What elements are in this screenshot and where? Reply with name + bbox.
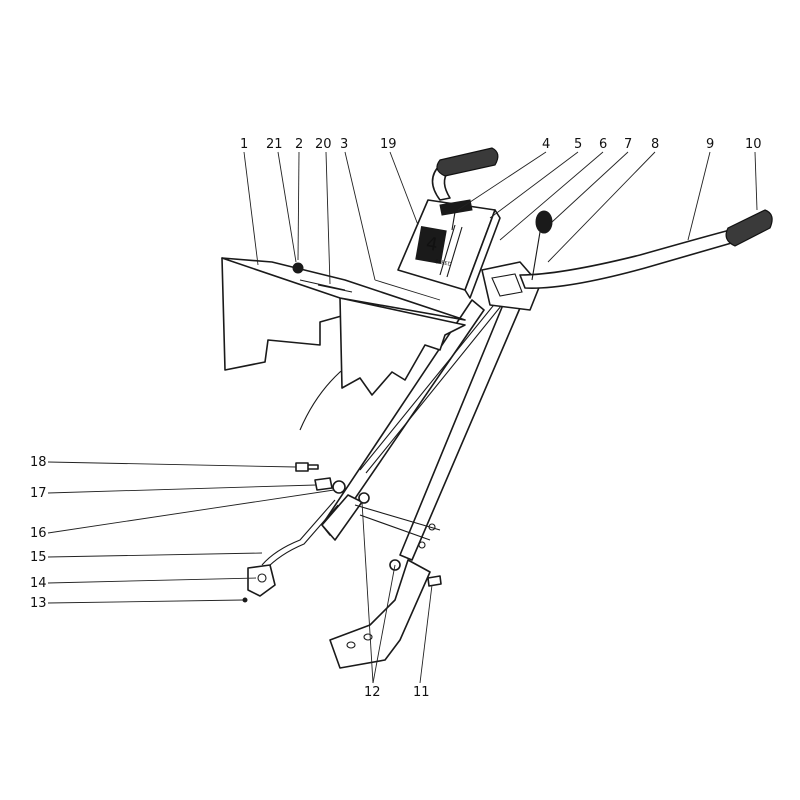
nut-16 xyxy=(332,480,346,494)
shield-assembly xyxy=(221,257,466,396)
upper-mount-detail xyxy=(491,273,523,297)
bracket-hole xyxy=(428,523,436,531)
handlebar-right xyxy=(519,229,736,289)
nut-12a xyxy=(358,492,370,504)
callout-6: 6 xyxy=(599,137,607,152)
callout-7: 7 xyxy=(624,137,632,152)
console-slot xyxy=(439,224,463,278)
speed-decal xyxy=(415,226,447,264)
callout-8: 8 xyxy=(651,137,659,152)
callout-15: 15 xyxy=(30,550,47,565)
callout-16: 16 xyxy=(30,526,47,541)
handle-assembly xyxy=(299,147,773,669)
shift-handle-stem xyxy=(451,211,456,231)
callout-19: 19 xyxy=(380,137,397,152)
console-side xyxy=(464,209,501,299)
bolt-18 xyxy=(295,462,319,472)
callout-20: 20 xyxy=(315,137,332,152)
callout-9: 9 xyxy=(706,137,714,152)
callout-11: 11 xyxy=(413,685,430,700)
frame-hole xyxy=(346,641,356,649)
linkage-washer xyxy=(257,573,267,583)
speed-decal-number: 4 xyxy=(424,233,439,256)
upper-mount xyxy=(481,261,541,311)
bracket-hole xyxy=(418,541,426,549)
lower-frame-leg xyxy=(329,559,431,669)
cross-brace xyxy=(354,504,441,541)
callout-13: 13 xyxy=(30,596,47,611)
shift-lever xyxy=(531,231,541,281)
callout-12: 12 xyxy=(364,685,381,700)
shield-top-panel xyxy=(221,257,466,321)
shield-plate-front xyxy=(339,297,466,396)
callout-labels: 1 21 2 20 3 19 4 5 6 7 8 9 10 18 17 16 1… xyxy=(30,137,762,700)
handle-grip-left xyxy=(436,147,499,177)
pin-13 xyxy=(242,597,248,603)
callout-10: 10 xyxy=(745,137,762,152)
callout-4: 4 xyxy=(542,137,550,152)
callout-21: 21 xyxy=(266,137,283,152)
linkage-hardware xyxy=(242,462,442,603)
shift-handle xyxy=(439,199,473,216)
shift-knob xyxy=(535,210,553,234)
shield-knob xyxy=(292,262,304,274)
callout-3: 3 xyxy=(340,137,348,152)
callout-14: 14 xyxy=(30,576,47,591)
frame-hole xyxy=(363,633,373,641)
leader-lines xyxy=(47,151,758,684)
linkage-rod xyxy=(261,499,339,571)
callout-1: 1 xyxy=(240,137,248,152)
handle-grip-right xyxy=(725,209,773,247)
shield-slot xyxy=(299,279,353,293)
linkage-bracket xyxy=(247,564,276,597)
clip-17 xyxy=(314,477,333,491)
callout-18: 18 xyxy=(30,455,47,470)
bolt-11 xyxy=(427,575,442,587)
control-rod xyxy=(359,284,515,474)
callout-5: 5 xyxy=(574,137,582,152)
speed-console: 4 SPEED xyxy=(397,199,501,299)
callout-17: 17 xyxy=(30,486,47,501)
callout-2: 2 xyxy=(295,137,303,152)
